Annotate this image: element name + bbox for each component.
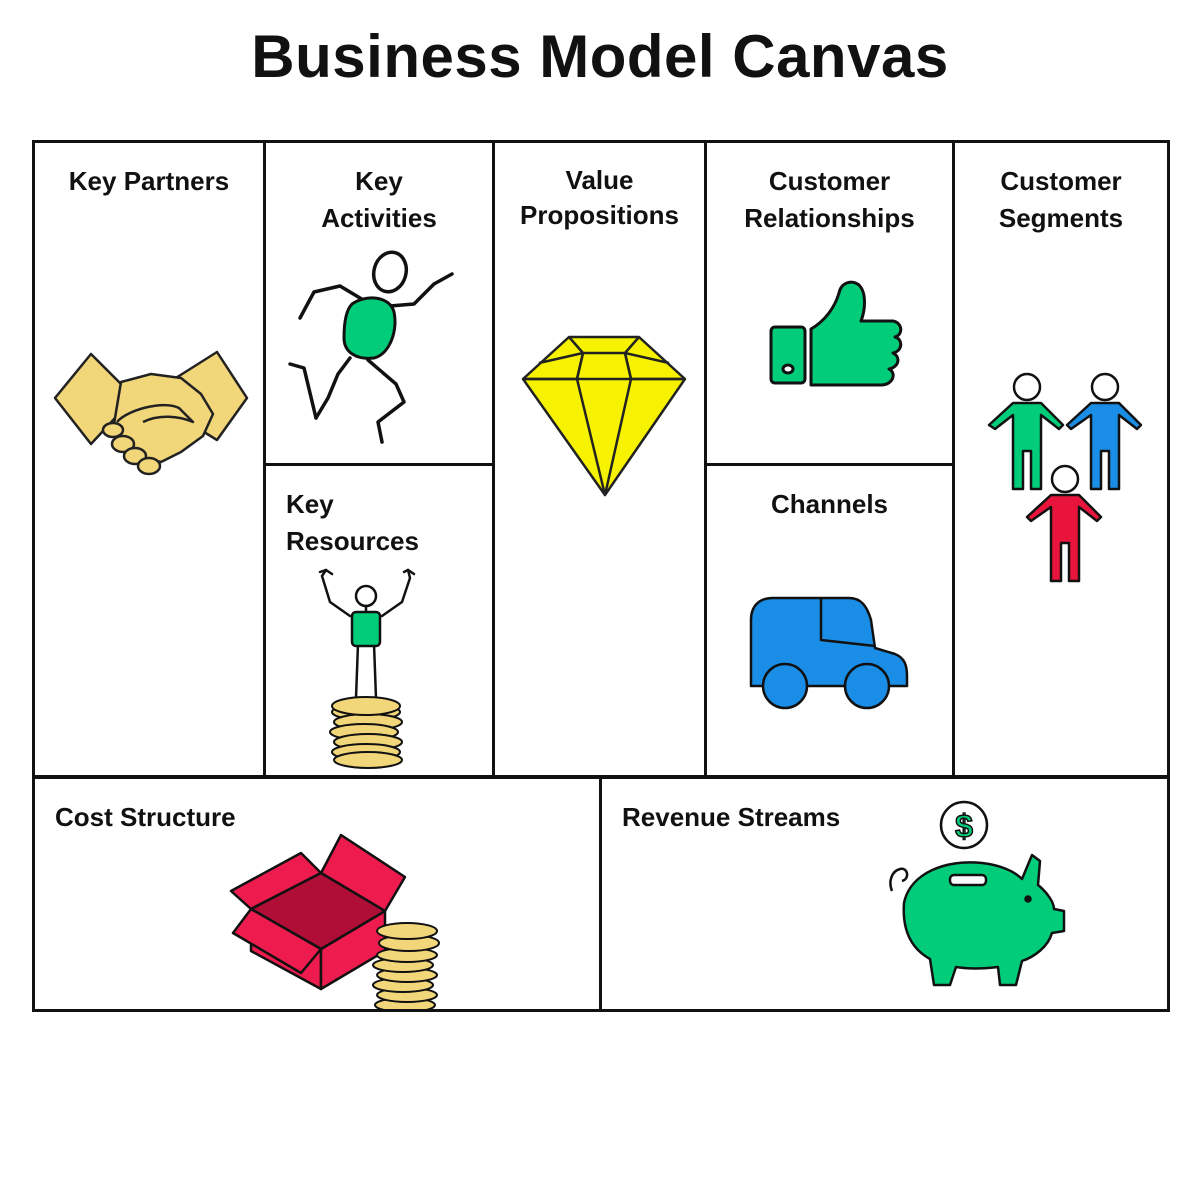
key-activities-block: Key Activities <box>263 140 495 466</box>
channels-block: Channels <box>704 463 955 778</box>
key-resources-label: Key Resources <box>286 489 419 556</box>
people-group-icon <box>987 372 1143 583</box>
channels-label: Channels <box>770 489 889 519</box>
running-person-icon <box>288 250 454 444</box>
box-and-coins-icon <box>229 833 440 1009</box>
revenue-streams-label: Revenue Streams <box>622 802 841 832</box>
customer-segments-label: Customer Segments <box>998 166 1124 233</box>
customer-relationships-label: Customer Relationships <box>744 166 915 233</box>
thumbs-up-icon <box>769 280 903 387</box>
key-partners-block: Key Partners <box>32 140 266 778</box>
key-resources-block: Key Resources <box>263 463 495 778</box>
business-model-canvas: Key Partners Key Activities <box>32 140 1170 1012</box>
value-propositions-label: Value Propositions <box>520 165 679 230</box>
revenue-streams-block: Revenue Streams $ <box>599 776 1170 1012</box>
diamond-icon <box>521 335 687 497</box>
person-on-coins-icon <box>318 568 416 769</box>
cost-structure-label: Cost Structure <box>55 802 236 832</box>
handshake-icon <box>53 350 249 476</box>
customer-relationships-block: Customer Relationships <box>704 140 955 466</box>
value-propositions-block: Value Propositions <box>492 140 707 778</box>
cost-structure-block: Cost Structure <box>32 776 602 1012</box>
page-title: Business Model Canvas <box>251 23 949 90</box>
car-icon <box>749 596 909 710</box>
piggy-bank-icon: $ <box>889 800 1066 987</box>
svg-text:$: $ <box>955 808 973 844</box>
key-partners-label: Key Partners <box>68 166 230 196</box>
customer-segments-block: Customer Segments <box>952 140 1170 778</box>
key-activities-label: Key Activities <box>321 166 437 233</box>
